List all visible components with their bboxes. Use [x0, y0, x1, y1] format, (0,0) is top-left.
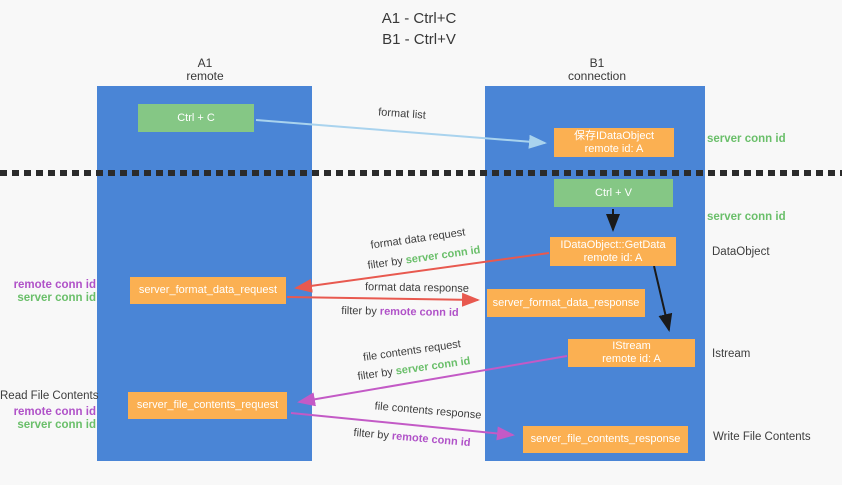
column-a1-name: A1: [197, 56, 213, 70]
server-conn-id-annotation-2: server conn id: [707, 211, 786, 223]
format-data-response-label: format data response: [364, 281, 470, 295]
title-line-2: B1 - Ctrl+V: [382, 31, 456, 48]
remote-conn-id-text: remote conn id: [391, 430, 471, 450]
column-header-b1: B1 connection: [568, 57, 626, 83]
read-file-contents-annotation: Read File Contents: [0, 390, 99, 402]
istream-line1: IStream: [612, 340, 651, 352]
istream-line2: remote id: A: [602, 353, 661, 365]
filter-by-remote-conn-id-label-1: filter by remote conn id: [341, 305, 459, 319]
write-file-contents-annotation: Write File Contents: [713, 431, 811, 443]
format-list-label: format list: [377, 106, 427, 122]
format-data-response-arrow: [286, 292, 480, 307]
ctrl-v-label: Ctrl + V: [595, 186, 632, 199]
diagram-title: A1 - Ctrl+C B1 - Ctrl+V: [382, 8, 457, 50]
column-b1-name: B1: [589, 56, 605, 70]
server-format-data-request-label: server_format_data_request: [138, 284, 278, 296]
remote-conn-id-text: remote conn id: [379, 305, 459, 320]
istream-annotation: Istream: [712, 348, 751, 360]
getdata-line2: remote id: A: [583, 251, 643, 264]
filter-by-text: filter by: [366, 254, 407, 272]
ctrl-c-box: Ctrl + C: [138, 104, 254, 132]
server-file-contents-request-box: server_file_contents_request: [128, 392, 287, 419]
remote-conn-id-annotation-1: remote conn id: [13, 279, 96, 291]
istream-box: IStream remote id: A: [568, 339, 695, 367]
ctrl-v-box: Ctrl + V: [554, 179, 673, 207]
server-format-data-response-box: server_format_data_response: [487, 289, 645, 317]
getdata-line1: IDataObject::GetData: [560, 238, 666, 251]
title-line-1: A1 - Ctrl+C: [381, 10, 457, 27]
server-format-data-request-box: server_format_data_request: [130, 277, 286, 304]
left-conn-id-block-1: remote conn id server conn id: [0, 279, 96, 305]
filter-by-text: filter by: [356, 365, 397, 383]
dataobject-annotation: DataObject: [712, 246, 770, 258]
remote-conn-id-annotation-2: remote conn id: [13, 406, 96, 418]
server-conn-id-annotation-3: server conn id: [17, 292, 96, 304]
server-format-data-response-label: server_format_data_response: [492, 296, 640, 309]
idataobject-getdata-box: IDataObject::GetData remote id: A: [550, 237, 676, 266]
machine-divider-dotted-line: [0, 170, 842, 176]
server-file-contents-response-box: server_file_contents_response: [523, 426, 688, 453]
save-idataobject-box: 保存IDataObject remote id: A: [554, 128, 674, 157]
filter-by-text: filter by: [353, 426, 393, 443]
server-conn-id-annotation-1: server conn id: [707, 133, 786, 145]
ctrl-c-label: Ctrl + C: [177, 111, 215, 124]
column-a1-role: remote: [186, 69, 224, 83]
filter-by-text: filter by: [341, 304, 380, 318]
column-b1-role: connection: [567, 69, 627, 83]
server-file-contents-request-label: server_file_contents_request: [136, 399, 279, 411]
left-conn-id-block-2: remote conn id server conn id: [0, 406, 96, 432]
server-file-contents-response-label: server_file_contents_response: [530, 433, 681, 445]
server-conn-id-text: server conn id: [404, 244, 482, 267]
server-conn-id-text: server conn id: [394, 355, 472, 378]
filter-by-remote-conn-id-label-2: filter by remote conn id: [353, 427, 471, 449]
file-contents-response-label: file contents response: [374, 400, 482, 422]
save-idataobject-line1: 保存IDataObject: [573, 129, 655, 142]
save-idataobject-line2: remote id: A: [584, 142, 644, 155]
column-header-a1: A1 remote: [186, 57, 223, 83]
server-conn-id-annotation-4: server conn id: [17, 419, 96, 431]
